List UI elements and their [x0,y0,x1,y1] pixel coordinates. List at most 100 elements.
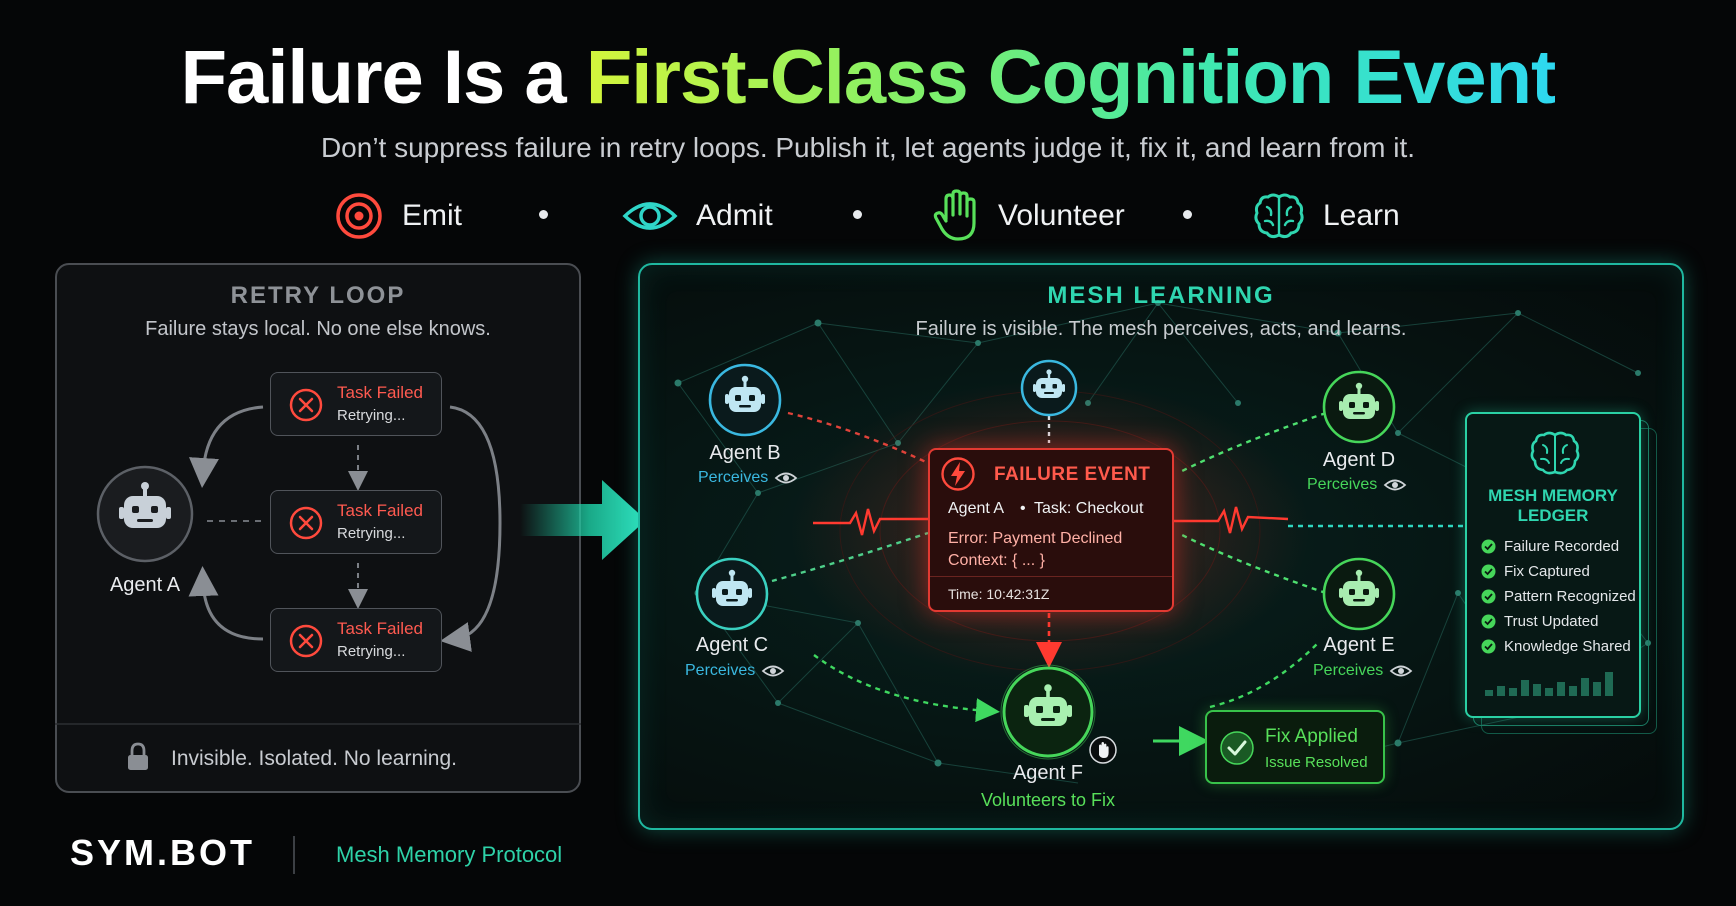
ledger-title-line-2: LEDGER [1517,506,1589,525]
agent-f-avatar [1000,664,1096,760]
task-failed-sub: Retrying... [337,643,406,660]
agent-f-status: Volunteers to Fix [980,790,1116,810]
step-emit: Emit [334,188,462,244]
agent-e-avatar [1322,557,1396,631]
agent-a-label: Agent A [109,574,181,596]
retry-loop-arrows [55,405,581,725]
ledger-item: Trust Updated [1481,613,1636,630]
failure-event-bullet: • [1020,500,1026,517]
retry-footer-text: Invisible. Isolated. No learning. [171,747,457,770]
lock-icon [128,742,148,770]
agent-f-label: Agent F [1012,762,1084,784]
agent-e-status-text: Perceives [1313,662,1384,679]
failure-event-heading: FAILURE EVENT [994,464,1151,485]
lightning-icon [941,457,975,491]
page-title: Failure Is a First-Class Cognition Event [0,34,1736,121]
check-icon [1481,589,1496,604]
agent-c-status: Perceives [685,662,785,680]
brain-icon [1530,431,1580,475]
agent-b-status: Perceives [698,469,798,487]
agent-d-avatar [1322,370,1396,444]
error-x-icon [289,506,323,540]
ledger-title-line-1: MESH MEMORY [1488,486,1618,505]
eye-icon [774,472,798,484]
flow-arrow-icon [520,480,646,560]
ledger-title: MESH MEMORY LEDGER [1467,486,1639,526]
page-subtitle: Don’t suppress failure in retry loops. P… [320,132,1416,163]
ledger-item-label: Knowledge Shared [1504,638,1631,655]
robot-icon [1033,369,1065,398]
eye-icon [1383,479,1407,491]
ledger-item-label: Trust Updated [1504,613,1599,630]
ledger-items: Failure Recorded Fix Captured Pattern Re… [1481,538,1636,655]
agent-b-status-text: Perceives [698,469,769,486]
agent-c-label: Agent C [695,634,769,656]
step-learn: Learn [1253,188,1400,244]
agent-e-status: Perceives [1313,662,1413,680]
fix-applied-card: Fix Applied Issue Resolved [1205,710,1385,784]
hand-cursor-icon [1089,736,1117,764]
ledger-item: Failure Recorded [1481,538,1636,555]
task-failed-sub: Retrying... [337,525,406,542]
ledger-bars-decoration [1485,672,1613,696]
mesh-memory-ledger: MESH MEMORY LEDGER Failure Recorded Fix … [1465,412,1641,718]
mesh-subheading: Failure is visible. The mesh perceives, … [915,318,1407,340]
failure-event-divider [930,576,1172,577]
task-failed-title: Task Failed [337,501,423,520]
ledger-item-label: Pattern Recognized [1504,588,1636,605]
eye-icon [761,665,785,677]
step-separator [1183,210,1192,219]
step-separator [539,210,548,219]
agent-d-status: Perceives [1307,476,1407,494]
step-separator [853,210,862,219]
brand-tagline: Mesh Memory Protocol [336,842,563,867]
failure-event-card: FAILURE EVENT Agent A • Task: Checkout E… [928,448,1174,612]
check-icon [1481,539,1496,554]
agent-c-status-text: Perceives [685,662,756,679]
raised-hand-icon [933,189,976,241]
mesh-heading: MESH LEARNING [1047,282,1275,309]
retry-heading: RETRY LOOP [230,282,406,309]
task-failed-box: Task Failed Retrying... [270,372,442,436]
check-icon [1481,639,1496,654]
step-admit: Admit [622,188,773,244]
step-volunteer: Volunteer [932,188,1125,244]
brand-logo: SYM.BOT [70,832,256,873]
fix-applied-sub: Issue Resolved [1265,754,1368,771]
check-icon [1481,614,1496,629]
step-label-volunteer: Volunteer [998,199,1125,232]
error-x-icon [289,624,323,658]
agent-b-label: Agent B [709,442,781,464]
title-part-2: First-Class Cognition Event [585,35,1557,120]
task-failed-title: Task Failed [337,383,423,402]
agent-b-avatar [708,363,782,437]
check-icon [1481,564,1496,579]
ledger-item: Pattern Recognized [1481,588,1636,605]
robot-icon [119,482,171,528]
step-label-learn: Learn [1323,199,1400,232]
brain-icon [1254,193,1304,239]
brand-divider [293,836,295,874]
task-failed-title: Task Failed [337,619,423,638]
failure-event-task: Task: Checkout [1034,500,1144,517]
ledger-item: Knowledge Shared [1481,638,1636,655]
failure-event-time: Time: 10:42:31Z [948,586,1050,602]
agent-a-avatar [96,465,194,563]
fix-applied-title: Fix Applied [1265,726,1358,747]
agent-c-avatar [695,557,769,631]
agent-d-label: Agent D [1322,449,1396,471]
failure-event-error: Error: Payment Declined [948,530,1123,547]
step-label-emit: Emit [402,199,462,232]
eye-icon [622,202,678,230]
ledger-item-label: Failure Recorded [1504,538,1620,555]
task-failed-box: Task Failed Retrying... [270,490,442,554]
agent-d-status-text: Perceives [1307,476,1378,493]
task-failed-sub: Retrying... [337,407,406,424]
ledger-item-label: Fix Captured [1504,563,1590,580]
retry-subheading: Failure stays local. No one else knows. [145,318,491,340]
failure-event-agent: Agent A [948,500,1005,517]
eye-icon [1389,665,1413,677]
title-part-1: Failure Is a [180,35,586,120]
error-x-icon [289,388,323,422]
failure-event-context: Context: { ... } [948,552,1045,569]
